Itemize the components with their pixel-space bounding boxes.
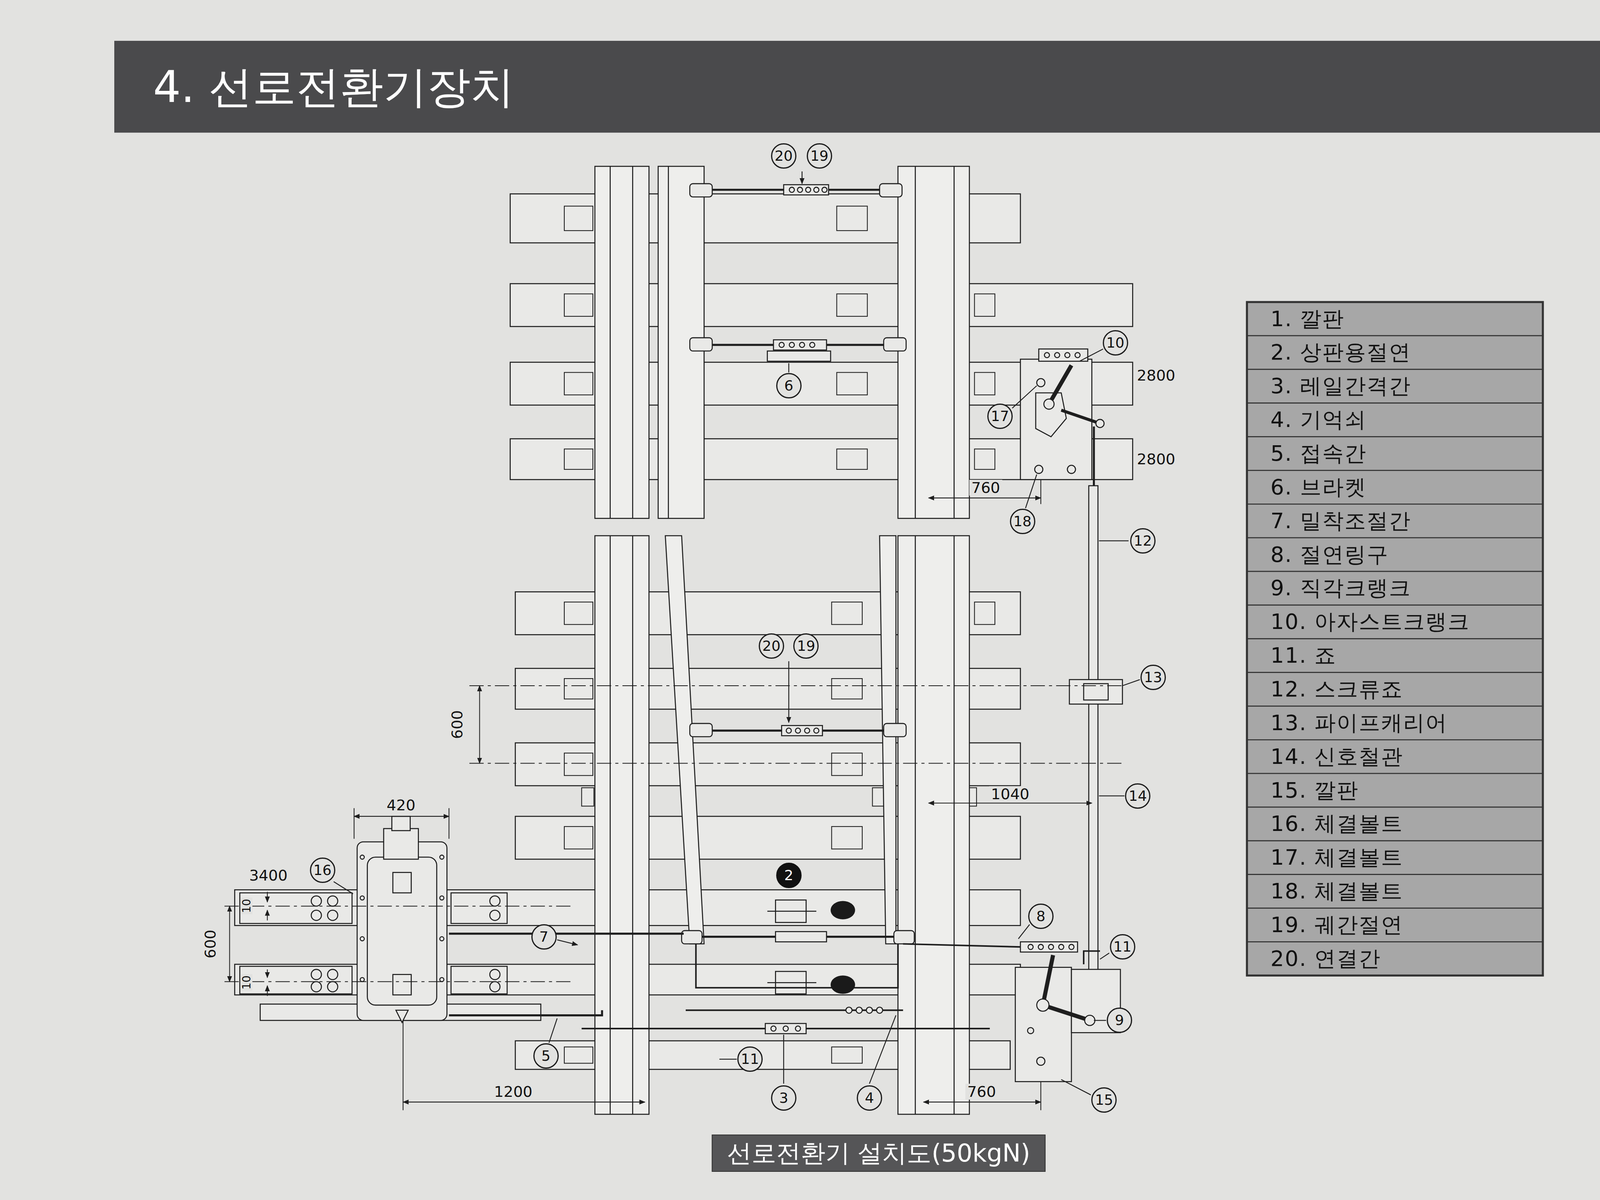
parts-table-cell: 16. 체결볼트 (1270, 813, 1404, 835)
callout-number: 2 (776, 862, 802, 889)
parts-table-cell: 1. 깔판 (1270, 308, 1345, 330)
callout-number: 4 (856, 1085, 883, 1111)
callout-number: 10 (1102, 330, 1129, 356)
dimension-label: 760 (969, 479, 1003, 496)
callout-number: 3 (771, 1085, 797, 1111)
dimension-label: 600 (449, 707, 466, 741)
parts-table-cell: 4. 기억쇠 (1270, 409, 1367, 431)
parts-table-cell: 18. 체결볼트 (1270, 880, 1404, 902)
callout-number: 18 (1009, 508, 1036, 535)
dimension-label: 600 (202, 927, 219, 961)
parts-table-cell: 11. 죠 (1270, 644, 1337, 667)
leader-lines (333, 171, 1140, 1095)
callout-number: 11 (1109, 934, 1136, 960)
callout-number: 20 (758, 633, 785, 659)
parts-table (1246, 301, 1543, 976)
callout-number: 6 (776, 373, 802, 399)
dimension-label: 1200 (492, 1083, 535, 1100)
dimension-label: 10 (241, 974, 253, 991)
callout-number: 8 (1028, 903, 1054, 929)
parts-table-cell: 10. 아자스트크랭크 (1270, 611, 1470, 633)
callout-number: 16 (309, 857, 336, 883)
callout-number: 17 (987, 403, 1013, 429)
dimension-label: 1040 (988, 786, 1032, 802)
parts-table-cell: 6. 브라켓 (1270, 476, 1367, 499)
parts-table-cell: 3. 레일간격간 (1270, 375, 1412, 397)
callout-number: 12 (1130, 528, 1156, 554)
bolt-markers (458, 898, 856, 994)
dimension-label: 2800 (1134, 367, 1178, 384)
callout-number: 14 (1125, 783, 1151, 809)
switch-machine (239, 816, 508, 1023)
parts-table-cell: 17. 체결볼트 (1270, 846, 1404, 869)
parts-table-cell: 9. 직각크랭크 (1270, 577, 1412, 599)
title-band (114, 40, 1600, 133)
rails (594, 166, 970, 1115)
parts-table-cell: 20. 연결간 (1270, 948, 1381, 970)
dimension-label: 3400 (247, 867, 290, 884)
parts-table-cell: 14. 신호철관 (1270, 746, 1404, 768)
dimension-lines (224, 479, 1123, 1111)
dimension-label: 760 (965, 1083, 999, 1100)
figure-caption: 선로전환기 설치도(50kgN) (711, 1134, 1046, 1172)
parts-table-cell: 13. 파이프캐리어 (1270, 712, 1448, 734)
callout-number: 9 (1106, 1007, 1133, 1033)
parts-table-cell: 2. 상판용절연 (1270, 341, 1412, 364)
callout-number: 15 (1091, 1087, 1117, 1113)
parts-table-cell: 19. 궤간절연 (1270, 914, 1404, 936)
crank-mechanism (1015, 348, 1123, 1082)
callout-number: 5 (533, 1043, 559, 1069)
parts-table-cell: 12. 스크류죠 (1270, 678, 1404, 700)
parts-table-cell: 5. 접속간 (1270, 442, 1367, 465)
dimension-label: 10 (241, 898, 253, 915)
parts-table-cell: 8. 절연링구 (1270, 544, 1389, 566)
callout-number: 19 (806, 143, 833, 169)
page-title: 4. 선로전환기장치 (153, 65, 515, 109)
callout-number: 13 (1140, 664, 1166, 691)
callout-number: 7 (531, 924, 557, 950)
dimension-label: 420 (384, 797, 418, 814)
dimension-label: 2800 (1134, 451, 1178, 468)
parts-table-cell: 7. 밀착조절간 (1270, 510, 1412, 532)
callout-number: 20 (771, 143, 797, 169)
parts-table-cell: 15. 깔판 (1270, 779, 1359, 802)
callout-number: 11 (737, 1046, 763, 1072)
callout-number: 19 (793, 633, 819, 659)
